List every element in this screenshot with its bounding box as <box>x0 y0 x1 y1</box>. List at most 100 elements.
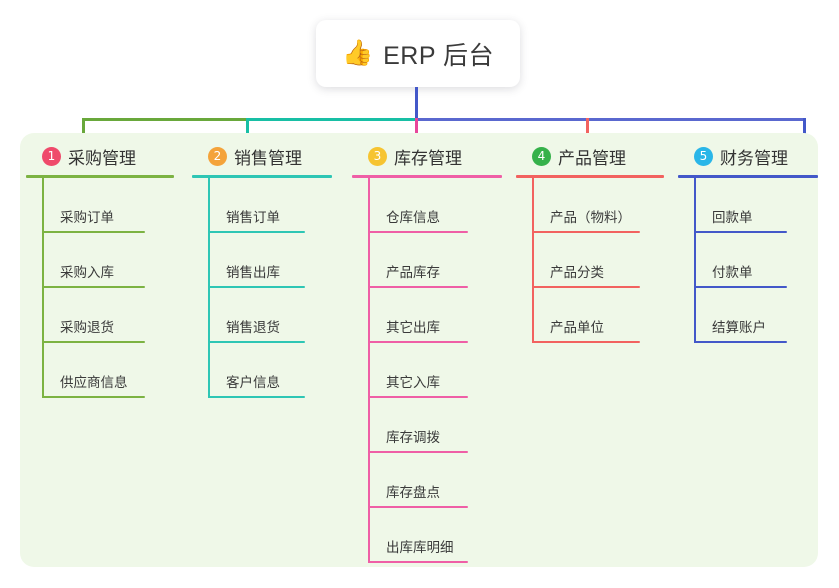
module-column-1: 1 采购管理采购订单采购入库采购退货供应商信息 <box>26 143 174 398</box>
list-item[interactable]: 采购订单 <box>26 178 174 233</box>
list-item[interactable]: 供应商信息 <box>26 343 174 398</box>
column-header-rule <box>678 175 818 178</box>
list-item[interactable]: 其它出库 <box>352 288 502 343</box>
module-column-3: 3 库存管理仓库信息产品库存其它出库其它入库库存调拨库存盘点出库库明细 <box>352 143 502 563</box>
list-item-rule <box>368 396 468 398</box>
list-item[interactable]: 结算账户 <box>678 288 818 343</box>
list-item-rule <box>208 396 305 398</box>
list-item-label: 出库库明细 <box>386 539 454 555</box>
list-item[interactable]: 销售订单 <box>192 178 332 233</box>
module-column-4: 4 产品管理产品（物料） 产品分类产品单位 <box>516 143 664 343</box>
column-header-5[interactable]: 5 财务管理 <box>678 143 818 169</box>
column-header-1[interactable]: 1 采购管理 <box>26 143 174 169</box>
connector-bar-segment-3 <box>416 118 806 121</box>
connector-root-stem <box>415 87 418 121</box>
list-item-rule <box>694 341 787 343</box>
list-item[interactable]: 仓库信息 <box>352 178 502 233</box>
column-header-2[interactable]: 2 销售管理 <box>192 143 332 169</box>
list-item-label: 采购入库 <box>60 264 114 280</box>
list-item-rule <box>368 286 468 288</box>
list-item-label: 其它出库 <box>386 319 440 335</box>
list-item-label: 产品单位 <box>550 319 604 335</box>
list-item-label: 仓库信息 <box>386 209 440 225</box>
list-item[interactable]: 付款单 <box>678 233 818 288</box>
column-header-rule <box>516 175 664 178</box>
column-spine <box>694 178 696 343</box>
list-item-rule <box>42 396 145 398</box>
column-title: 销售管理 <box>234 148 302 168</box>
list-item-rule <box>532 286 640 288</box>
list-item-label: 客户信息 <box>226 374 280 390</box>
list-item-rule <box>208 341 305 343</box>
list-item-rule <box>694 286 787 288</box>
column-number-badge: 1 <box>42 146 61 166</box>
list-item[interactable]: 产品库存 <box>352 233 502 288</box>
list-item-label: 供应商信息 <box>60 374 128 390</box>
list-item-label: 结算账户 <box>712 319 766 335</box>
module-column-2: 2 销售管理销售订单销售出库销售退货客户信息 <box>192 143 332 398</box>
list-item-rule <box>532 341 640 343</box>
list-item-label: 回款单 <box>712 209 753 225</box>
list-item[interactable]: 产品单位 <box>516 288 664 343</box>
list-item-rule <box>532 231 640 233</box>
column-title: 产品管理 <box>558 148 626 168</box>
list-item-label: 其它入库 <box>386 374 440 390</box>
column-number-badge: 4 <box>532 146 551 166</box>
column-number-badge: 3 <box>368 146 387 166</box>
column-header-rule <box>26 175 174 178</box>
module-column-5: 5 财务管理回款单付款单结算账户 <box>678 143 818 343</box>
list-item-rule <box>208 231 305 233</box>
list-item[interactable]: 出库库明细 <box>352 508 502 563</box>
column-number-badge: 2 <box>208 146 227 166</box>
list-item-label: 库存盘点 <box>386 484 440 500</box>
column-title: 采购管理 <box>68 148 136 168</box>
column-spine <box>42 178 44 398</box>
list-item[interactable]: 其它入库 <box>352 343 502 398</box>
column-title: 库存管理 <box>394 148 462 168</box>
list-item-label: 销售退货 <box>226 319 280 335</box>
list-item-rule <box>368 561 468 563</box>
list-item-rule <box>42 286 145 288</box>
list-item-rule <box>368 341 468 343</box>
list-item[interactable]: 产品分类 <box>516 233 664 288</box>
list-item-rule <box>368 231 468 233</box>
list-item-rule <box>368 506 468 508</box>
list-item-label: 产品分类 <box>550 264 604 280</box>
list-item[interactable]: 采购入库 <box>26 233 174 288</box>
column-items: 采购订单采购入库采购退货供应商信息 <box>26 178 174 398</box>
list-item-label: 销售出库 <box>226 264 280 280</box>
list-item-label: 产品库存 <box>386 264 440 280</box>
root-node-card[interactable]: 👍 ERP 后台 <box>316 20 520 87</box>
column-header-3[interactable]: 3 库存管理 <box>352 143 502 169</box>
list-item[interactable]: 销售退货 <box>192 288 332 343</box>
list-item[interactable]: 库存调拨 <box>352 398 502 453</box>
list-item-rule <box>42 231 145 233</box>
column-number-badge: 5 <box>694 146 713 166</box>
list-item[interactable]: 销售出库 <box>192 233 332 288</box>
list-item[interactable]: 回款单 <box>678 178 818 233</box>
column-items: 销售订单销售出库销售退货客户信息 <box>192 178 332 398</box>
list-item-rule <box>694 231 787 233</box>
column-title: 财务管理 <box>720 148 788 168</box>
column-header-rule <box>192 175 332 178</box>
list-item-rule <box>368 451 468 453</box>
column-items: 仓库信息产品库存其它出库其它入库库存调拨库存盘点出库库明细 <box>352 178 502 563</box>
connector-bar-segment-2 <box>246 118 419 121</box>
column-header-4[interactable]: 4 产品管理 <box>516 143 664 169</box>
list-item[interactable]: 采购退货 <box>26 288 174 343</box>
list-item-label: 付款单 <box>712 264 753 280</box>
list-item-label: 库存调拨 <box>386 429 440 445</box>
column-items: 产品（物料） 产品分类产品单位 <box>516 178 664 343</box>
column-spine <box>532 178 534 343</box>
list-item-label: 销售订单 <box>226 209 280 225</box>
list-item[interactable]: 客户信息 <box>192 343 332 398</box>
list-item-label: 产品（物料） <box>550 209 631 225</box>
list-item-rule <box>42 341 145 343</box>
root-title: ERP 后台 <box>383 41 495 70</box>
column-spine <box>208 178 210 398</box>
list-item[interactable]: 库存盘点 <box>352 453 502 508</box>
column-items: 回款单付款单结算账户 <box>678 178 818 343</box>
list-item-rule <box>208 286 305 288</box>
column-header-rule <box>352 175 502 178</box>
list-item[interactable]: 产品（物料） <box>516 178 664 233</box>
